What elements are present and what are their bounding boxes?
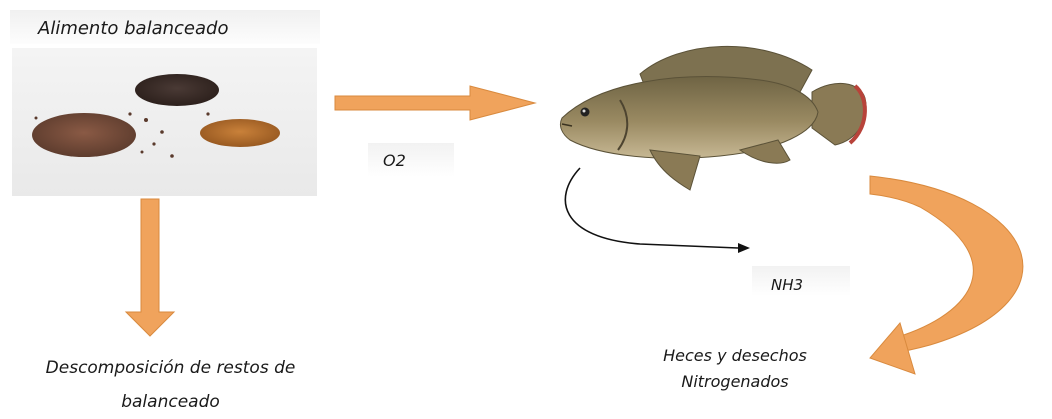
nh3-arrowhead <box>738 243 750 253</box>
waste-label: Heces y desechos Nitrogenados <box>630 343 840 395</box>
o2-label: O2 <box>383 151 406 170</box>
nh3-label: NH3 <box>771 276 803 294</box>
o2-box <box>368 143 454 177</box>
fish-to-nh3-connector <box>565 168 738 248</box>
fish-to-waste-arrow <box>870 176 1023 374</box>
decomposition-label: Descomposición de restos de balanceado <box>8 351 333 419</box>
feed-to-fish-arrow <box>335 86 535 120</box>
feed-to-decomposition-arrow <box>126 199 174 336</box>
tilapia-fish <box>560 46 866 190</box>
pelvic-fin <box>650 150 700 190</box>
